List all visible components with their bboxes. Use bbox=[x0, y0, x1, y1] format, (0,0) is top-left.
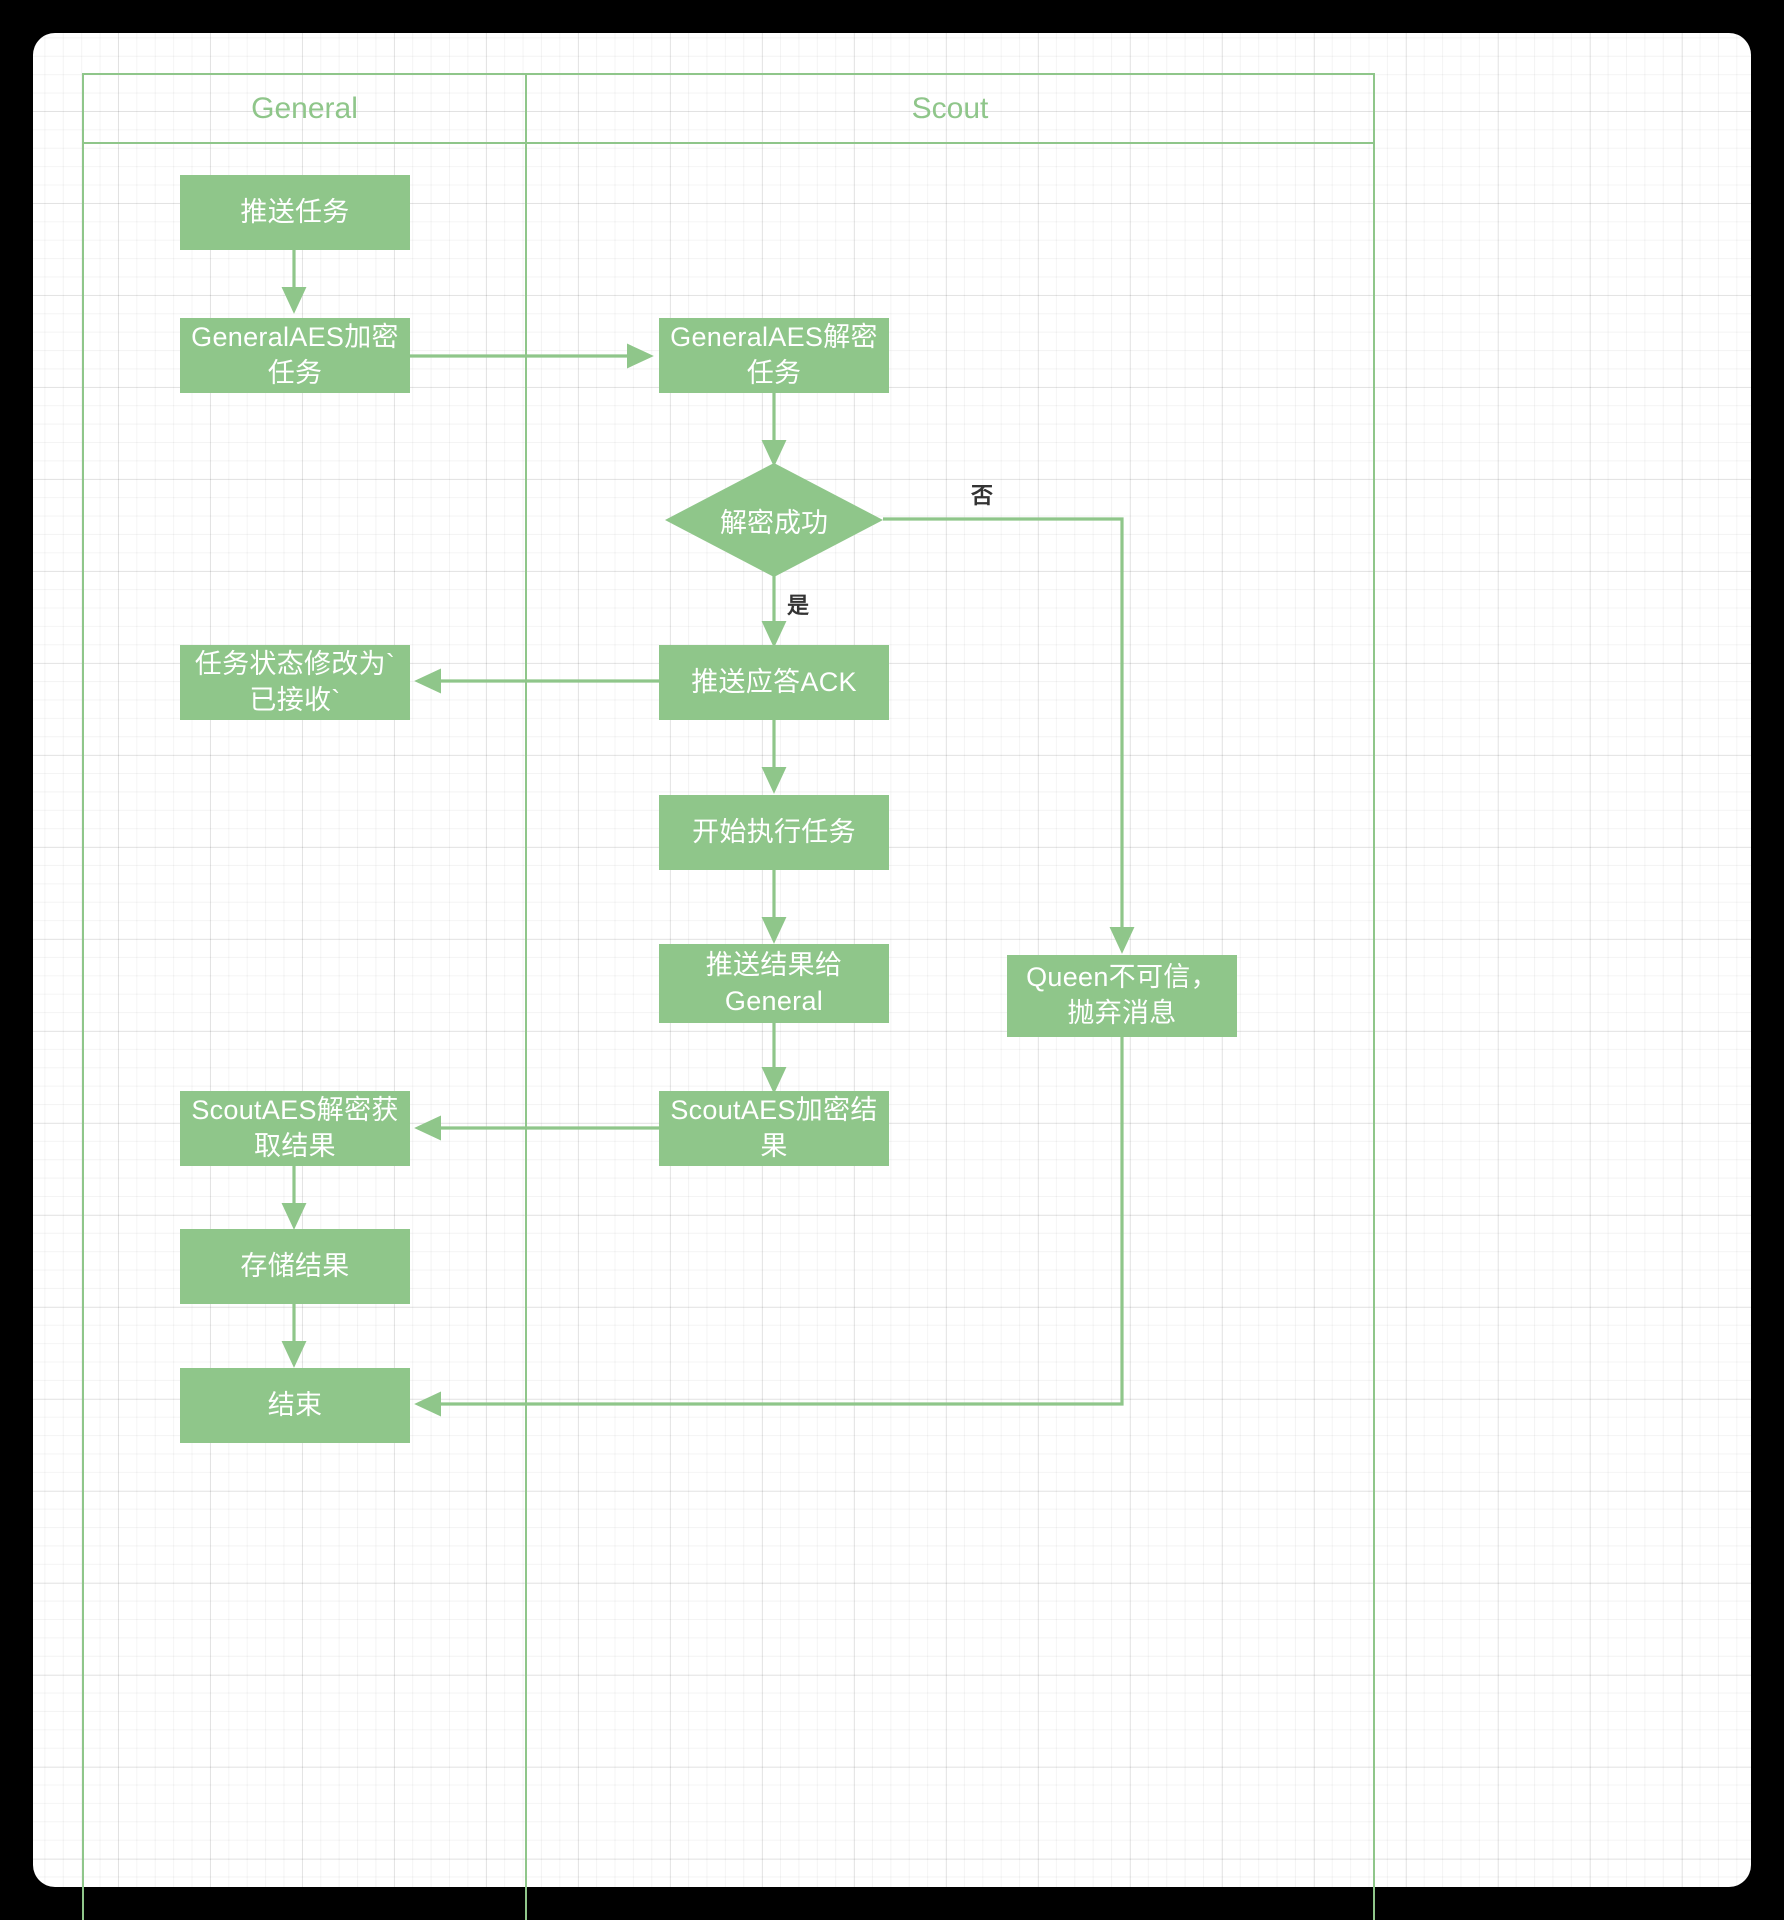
edge-n4-n9 bbox=[883, 517, 1135, 954]
swimlane-frame bbox=[82, 73, 1375, 1920]
node-push-task[interactable]: 推送任务 bbox=[180, 175, 410, 250]
node-scout-aes-decrypt-get-result[interactable]: ScoutAES解密获取结果 bbox=[180, 1091, 410, 1166]
node-label: 推送结果给General bbox=[705, 949, 843, 1016]
node-label: ScoutAES解密获取结果 bbox=[191, 1094, 399, 1161]
node-label: Queen不可信，抛弃消息 bbox=[1026, 962, 1218, 1028]
edge-label-no: 否 bbox=[971, 478, 993, 510]
edge-label-yes-text: 是 bbox=[787, 593, 810, 618]
node-label: 结束 bbox=[267, 1389, 323, 1420]
edge-n9-n13 bbox=[414, 1036, 1124, 1417]
node-general-aes-decrypt-task[interactable]: GeneralAES解密任务 bbox=[659, 318, 889, 393]
node-task-status-received[interactable]: 任务状态修改为`已接收` bbox=[180, 645, 410, 720]
node-start-executing-task[interactable]: 开始执行任务 bbox=[659, 795, 889, 870]
node-store-result[interactable]: 存储结果 bbox=[180, 1229, 410, 1304]
lane-title-scout: Scout bbox=[911, 91, 989, 125]
node-label: 开始执行任务 bbox=[692, 816, 856, 847]
swimlane-header-separator bbox=[82, 142, 1375, 144]
node-label: 推送应答ACK bbox=[691, 666, 857, 697]
node-label: 推送任务 bbox=[240, 196, 350, 227]
edge-label-yes: 是 bbox=[787, 588, 809, 620]
node-scout-aes-encrypt-result[interactable]: ScoutAES加密结果 bbox=[659, 1091, 889, 1166]
node-label: 解密成功 bbox=[720, 507, 828, 538]
node-push-ack[interactable]: 推送应答ACK bbox=[659, 645, 889, 720]
lane-header-general: General bbox=[84, 75, 525, 142]
node-label: GeneralAES加密任务 bbox=[191, 321, 399, 388]
node-label: GeneralAES解密任务 bbox=[670, 321, 878, 388]
node-label: 任务状态修改为`已接收` bbox=[194, 648, 396, 715]
lane-title-general: General bbox=[251, 91, 358, 125]
node-label: ScoutAES加密结果 bbox=[670, 1094, 878, 1161]
edge-label-no-text: 否 bbox=[971, 483, 994, 508]
node-general-aes-encrypt-task[interactable]: GeneralAES加密任务 bbox=[180, 318, 410, 393]
node-end[interactable]: 结束 bbox=[180, 1368, 410, 1443]
node-queen-untrusted-discard[interactable]: Queen不可信，抛弃消息 bbox=[1007, 955, 1237, 1037]
node-decrypt-success-decision[interactable]: 解密成功 bbox=[665, 463, 883, 577]
swimlane-divider bbox=[525, 73, 527, 1920]
node-push-result-to-general[interactable]: 推送结果给General bbox=[659, 944, 889, 1023]
node-label: 存储结果 bbox=[240, 1250, 350, 1281]
lane-header-scout: Scout bbox=[527, 75, 1373, 142]
